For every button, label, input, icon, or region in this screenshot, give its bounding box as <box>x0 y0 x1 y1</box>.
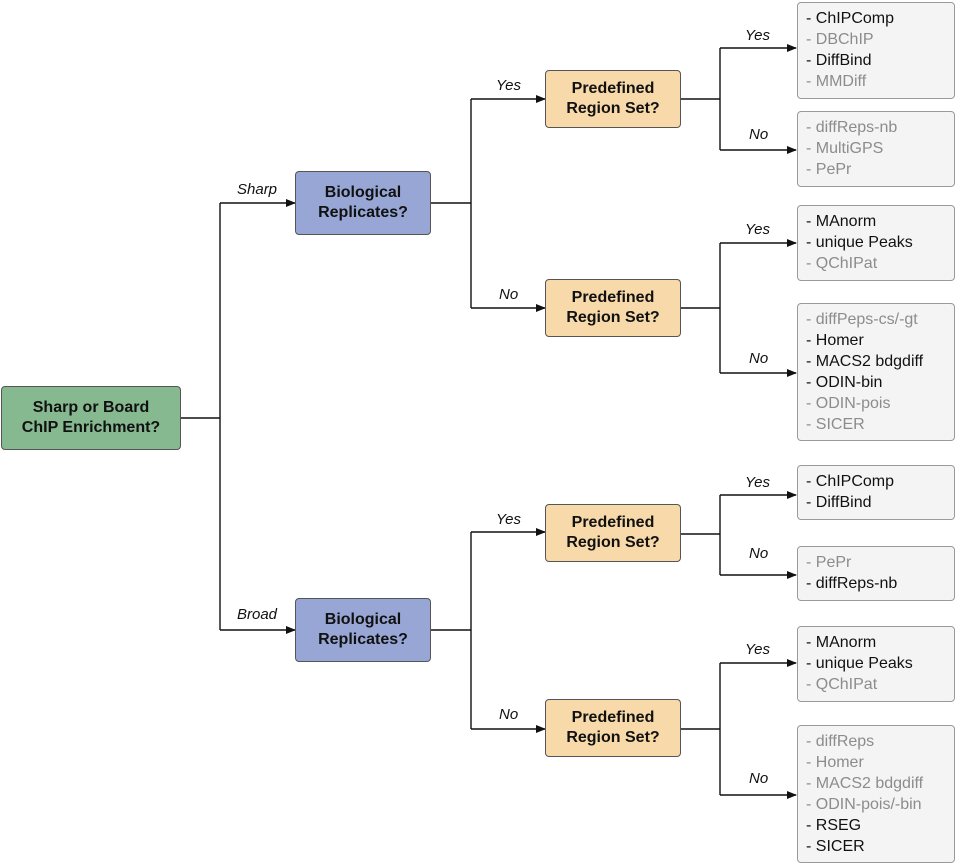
leaf-box: - MAnorm - unique Peaks - QChIPat <box>797 205 955 281</box>
edge-label-yes: Yes <box>745 641 771 658</box>
edge-label-no: No <box>499 706 519 723</box>
tool-item: - diffReps-nb <box>806 575 898 592</box>
tool-item: - MMDiff <box>806 73 867 90</box>
edge-label-no: No <box>749 770 769 787</box>
tool-item: - MACS2 bdgdiff <box>806 353 924 370</box>
leaf-box: - MAnorm - unique Peaks - QChIPat <box>797 626 955 702</box>
leaf-box: - diffReps-nb - MultiGPS - PePr <box>797 111 955 187</box>
edge-label-yes: Yes <box>745 474 771 491</box>
leaf-box: - diffPeps-cs/-gt - Homer - MACS2 bdgdiff -… <box>797 303 955 441</box>
predefined-region-sharp-yes-node: Predefined Region Set? <box>545 70 681 128</box>
leaf-box: - ChIPComp - DBChIP - DiffBind - MMDiff <box>797 2 955 99</box>
tool-item: - diffReps-nb <box>806 119 898 136</box>
tool-item: - QChIPat <box>806 676 878 693</box>
tool-item: - unique Peaks <box>806 655 913 672</box>
edge-label-yes: Yes <box>745 221 771 238</box>
edge-label-no: No <box>749 126 769 143</box>
tool-item: - ODIN-pois <box>806 395 891 412</box>
edge-label-no: No <box>749 545 769 562</box>
tool-item: - unique Peaks <box>806 234 913 251</box>
tool-item: - ChIPComp <box>806 10 895 27</box>
tool-item: - SICER <box>806 838 865 855</box>
tool-item: - ChIPComp <box>806 473 895 490</box>
tool-item: - MultiGPS <box>806 140 884 157</box>
tool-item: - ODIN-bin <box>806 374 883 391</box>
edge-label-no: No <box>749 350 769 367</box>
edge-label-yes: Yes <box>745 27 771 44</box>
predefined-region-sharp-no-node: Predefined Region Set? <box>545 279 681 337</box>
edge-label-broad: Broad <box>237 606 278 623</box>
edge-label-sharp: Sharp <box>237 181 278 198</box>
tool-item: - DiffBind <box>806 52 872 69</box>
tool-item: - SICER <box>806 416 865 433</box>
root-question-node: Sharp or Board ChIP Enrichment? <box>1 386 181 450</box>
edge-label-no: No <box>499 286 519 303</box>
leaf-box: - ChIPComp - DiffBind <box>797 465 955 520</box>
tool-item: - ODIN-pois/-bin <box>806 796 922 813</box>
bio-replicates-broad-node: Biological Replicates? <box>295 598 431 662</box>
tool-item: - Homer <box>806 754 864 771</box>
tool-item: - DBChIP <box>806 31 874 48</box>
edge-label-yes: Yes <box>496 511 522 528</box>
leaf-box: - diffReps - Homer - MACS2 bdgdiff - ODIN-p… <box>797 725 955 863</box>
tool-item: - MACS2 bdgdiff <box>806 775 924 792</box>
predefined-region-broad-no-node: Predefined Region Set? <box>545 699 681 757</box>
tool-item: - RSEG <box>806 817 862 834</box>
leaf-box: - PePr - diffReps-nb <box>797 546 955 601</box>
tool-item: - DiffBind <box>806 494 872 511</box>
tool-item: - QChIPat <box>806 255 878 272</box>
tool-item: - Homer <box>806 332 864 349</box>
predefined-region-broad-yes-node: Predefined Region Set? <box>545 504 681 562</box>
tool-item: - PePr <box>806 554 852 571</box>
edge-label-yes: Yes <box>496 77 522 94</box>
tool-item: - MAnorm <box>806 213 877 230</box>
tool-item: - PePr <box>806 161 852 178</box>
bio-replicates-sharp-node: Biological Replicates? <box>295 171 431 235</box>
tool-item: - diffPeps-cs/-gt <box>806 311 918 328</box>
tool-item: - diffReps <box>806 733 875 750</box>
tool-item: - MAnorm <box>806 634 877 651</box>
